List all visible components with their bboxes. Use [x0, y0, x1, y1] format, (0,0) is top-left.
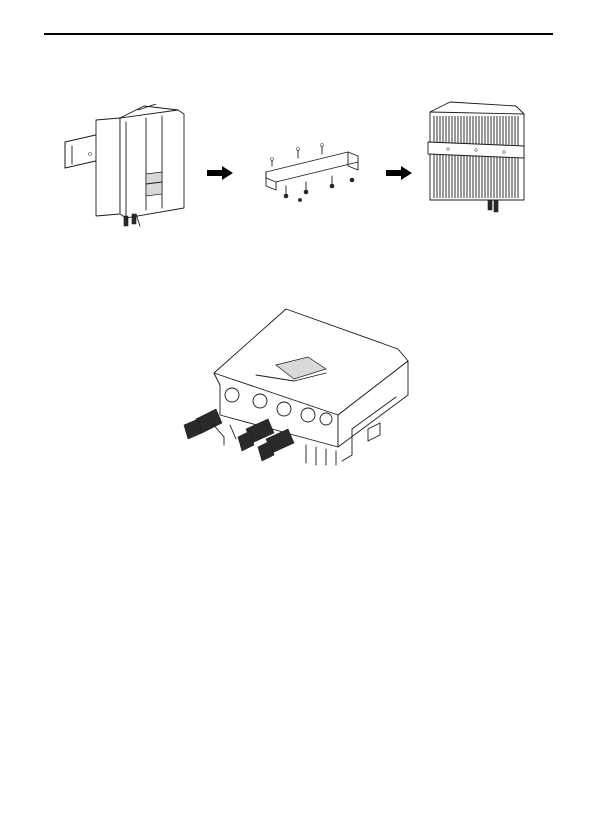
arrow-right-icon	[386, 166, 412, 180]
bracket-screws-figure	[262, 142, 362, 202]
inverter-bracket-figure	[60, 104, 195, 230]
header-rule	[44, 33, 553, 35]
arrow-right-icon	[207, 166, 233, 180]
inverter-rear-figure	[426, 100, 528, 216]
inverter-connectors-figure	[176, 305, 416, 467]
